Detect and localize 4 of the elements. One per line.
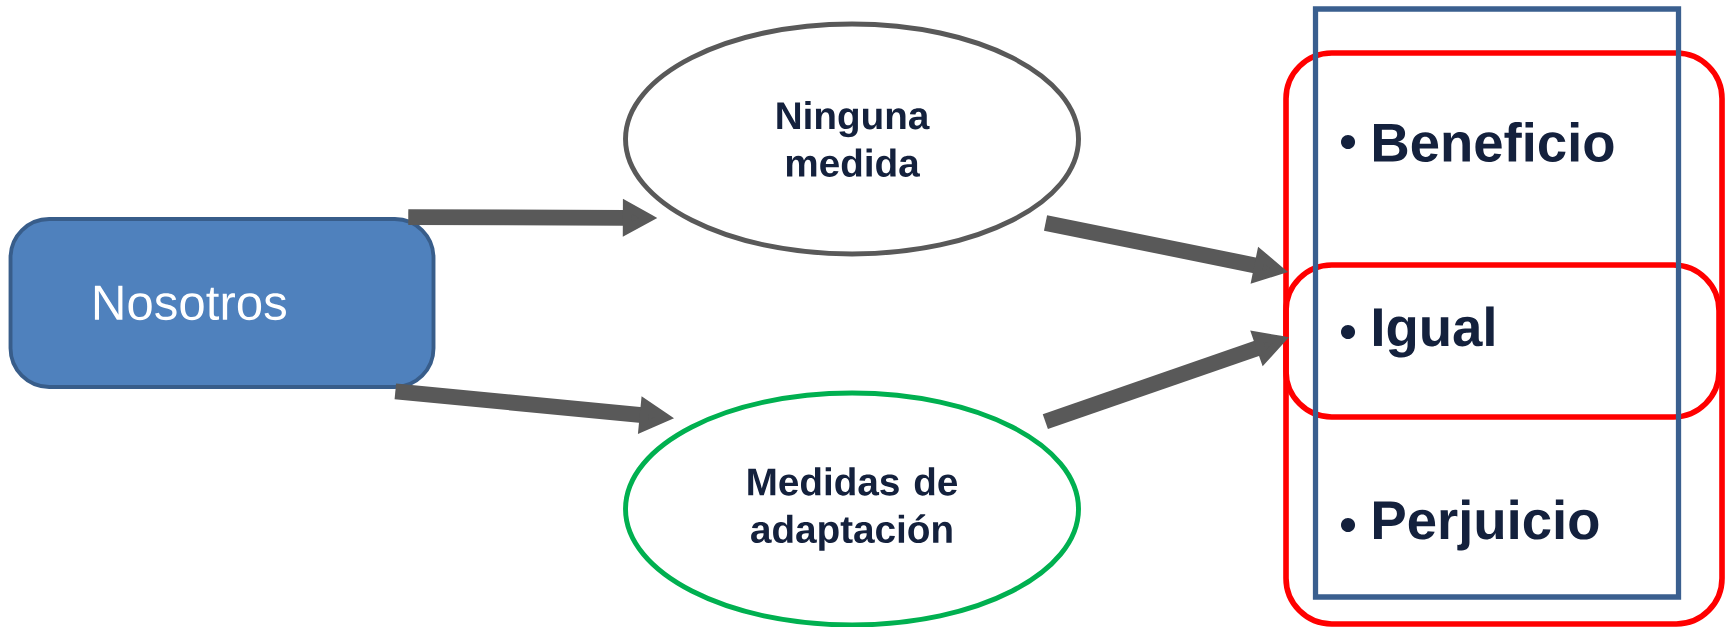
process-box: Nosotros (8, 217, 436, 389)
list-item: Igual (1374, 306, 1494, 358)
list-item: Beneficio (1374, 121, 1614, 162)
list-item: Perjuicio (1374, 499, 1599, 551)
